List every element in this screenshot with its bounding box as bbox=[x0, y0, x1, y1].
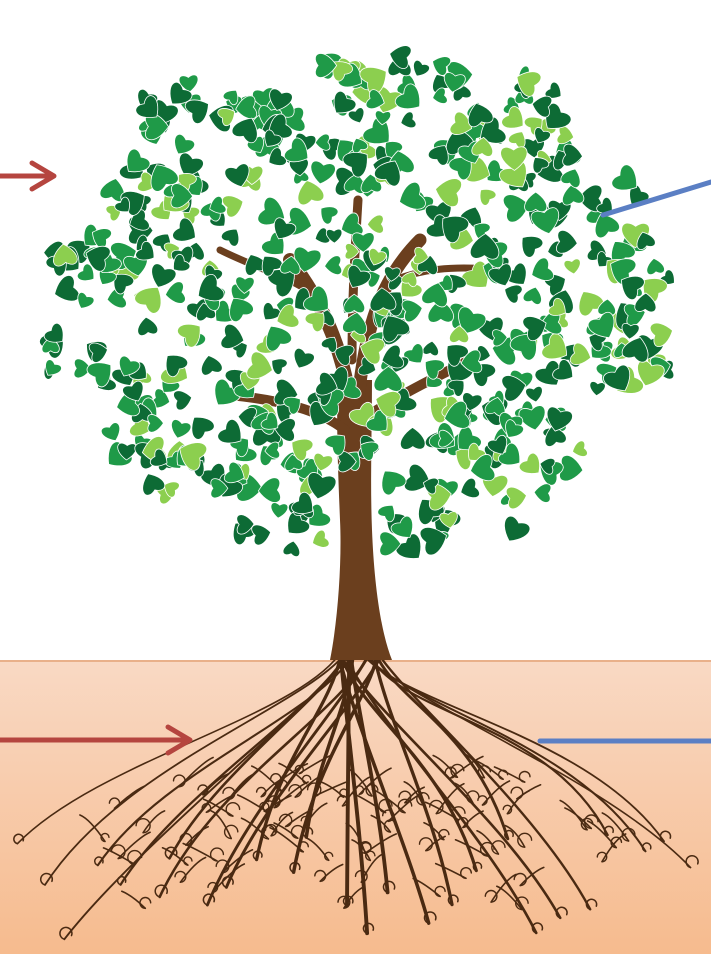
tree-diagram bbox=[0, 0, 711, 954]
tree-illustration bbox=[0, 0, 711, 954]
